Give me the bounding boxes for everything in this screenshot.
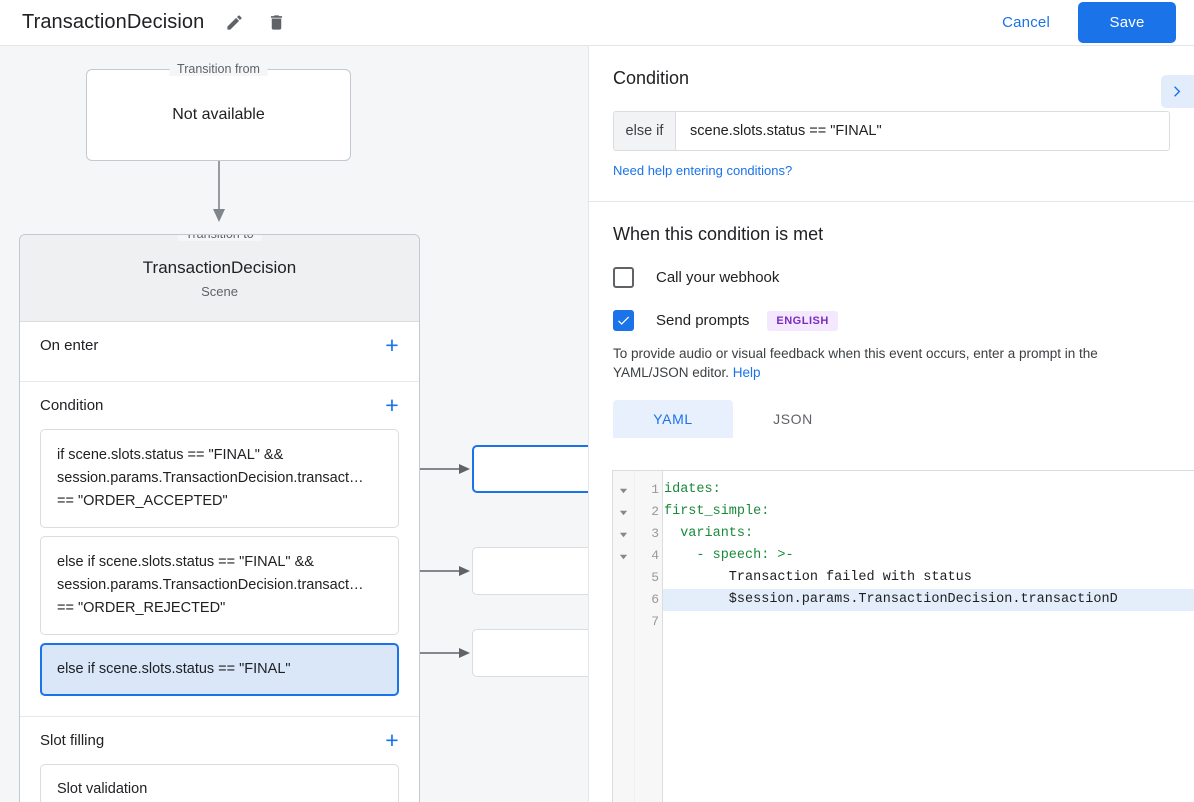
condition-line-2: session.params.TransactionDecision.trans…: [57, 577, 364, 593]
section-on-enter-title: On enter: [40, 337, 99, 354]
line-number: 6: [651, 592, 659, 607]
condition-input-row: else if: [613, 111, 1170, 151]
fold-arrow-icon[interactable]: [613, 501, 634, 523]
fold-spacer: [613, 611, 634, 633]
section-on-enter: On enter +: [20, 322, 419, 382]
transition-from-value: Not available: [172, 106, 265, 123]
line-number: 1: [651, 482, 659, 497]
fold-spacer: [613, 567, 634, 589]
call-webhook-checkbox[interactable]: [613, 267, 634, 288]
condition-line-1: else if scene.slots.status == "FINAL" &&: [57, 554, 314, 570]
editor-format-tabs: YAML JSON: [613, 400, 1170, 438]
tab-json[interactable]: JSON: [773, 411, 813, 427]
transition-to-card: Transition to TransactionDecision Scene …: [19, 234, 420, 802]
section-condition: Condition + if scene.slots.status == "FI…: [20, 382, 419, 717]
section-slot-filling: Slot filling + Slot validation: [20, 717, 419, 802]
prompts-help-link[interactable]: Help: [732, 365, 761, 380]
cancel-button[interactable]: Cancel: [988, 6, 1064, 39]
scene-header: TransactionDecision Scene: [20, 235, 419, 322]
section-condition-header: Condition +: [20, 382, 419, 429]
code-token: first_simple:: [664, 504, 770, 519]
condition-line-1: else if scene.slots.status == "FINAL": [57, 661, 291, 677]
code-line[interactable]: - speech: >-: [663, 545, 1194, 567]
tab-yaml[interactable]: YAML: [613, 400, 733, 438]
transition-target-card-3[interactable]: [472, 629, 588, 677]
transition-from-card: Transition from Not available: [86, 62, 351, 161]
line-number: 4: [651, 548, 659, 563]
fold-arrow-icon[interactable]: [613, 545, 634, 567]
yaml-code-editor[interactable]: 1 2 3 4 5 6 7 idates: first_simple: variants: -…: [612, 470, 1194, 802]
code-token: idates:: [664, 482, 721, 497]
condition-prefix-label: else if: [614, 112, 676, 150]
transition-target-card-2[interactable]: [472, 547, 588, 595]
condition-line-1: if scene.slots.status == "FINAL" &&: [57, 447, 284, 463]
line-number: 2: [651, 504, 659, 519]
save-button[interactable]: Save: [1078, 2, 1176, 43]
prompts-description-text: To provide audio or visual feedback when…: [613, 346, 1098, 380]
condition-list-item-2[interactable]: else if scene.slots.status == "FINAL" &&…: [40, 536, 399, 635]
condition-line-3: == "ORDER_REJECTED": [57, 600, 226, 616]
prompts-description: To provide audio or visual feedback when…: [613, 344, 1170, 382]
condition-section: Condition else if Need help entering con…: [589, 46, 1194, 180]
add-slot-filling-button[interactable]: +: [385, 727, 399, 753]
code-line[interactable]: idates:: [663, 479, 1194, 501]
condition-help-link[interactable]: Need help entering conditions?: [613, 163, 793, 178]
condition-panel-heading: Condition: [613, 68, 690, 88]
slot-validation-item[interactable]: Slot validation: [40, 764, 399, 802]
send-prompts-checkbox[interactable]: [613, 310, 634, 331]
line-number: 5: [651, 570, 659, 585]
code-line[interactable]: [663, 611, 1194, 633]
scene-graph-canvas: Transition from Not available Transition…: [0, 46, 588, 802]
transition-from-legend: Transition from: [169, 62, 268, 76]
section-condition-title: Condition: [40, 397, 104, 414]
section-on-enter-header: On enter +: [20, 322, 419, 369]
condition-expression-input[interactable]: [676, 112, 1169, 150]
line-number: 7: [651, 614, 659, 629]
header-actions: Cancel Save: [988, 2, 1194, 43]
code-token: $session.params.TransactionDecision.tran…: [664, 592, 1118, 607]
pencil-icon[interactable]: [222, 11, 246, 35]
line-number: 3: [651, 526, 659, 541]
fold-arrow-icon[interactable]: [613, 479, 634, 501]
call-webhook-label: Call your webhook: [656, 269, 780, 286]
fold-spacer: [613, 589, 634, 611]
chevron-right-icon[interactable]: [1161, 75, 1194, 108]
send-prompts-row[interactable]: Send prompts ENGLISH: [613, 310, 1170, 331]
condition-list-item-3[interactable]: else if scene.slots.status == "FINAL": [40, 643, 399, 696]
condition-list-item-1[interactable]: if scene.slots.status == "FINAL" && sess…: [40, 429, 399, 528]
page-title: TransactionDecision: [22, 11, 205, 33]
app-header: TransactionDecision Cancel Save: [0, 0, 1194, 46]
send-prompts-label: Send prompts: [656, 312, 750, 329]
transition-target-card-1[interactable]: [472, 445, 588, 493]
code-token: - speech: >-: [664, 548, 794, 563]
fold-arrow-icon[interactable]: [613, 523, 634, 545]
code-line[interactable]: Transaction failed with status: [663, 567, 1194, 589]
code-token: variants:: [664, 526, 754, 541]
when-met-heading: When this condition is met: [613, 224, 824, 244]
when-condition-met-section: When this condition is met Call your web…: [589, 202, 1194, 438]
code-content-area[interactable]: idates: first_simple: variants: - speech:…: [663, 471, 1194, 802]
condition-line-2: session.params.TransactionDecision.trans…: [57, 470, 364, 486]
code-line[interactable]: $session.params.TransactionDecision.tran…: [663, 589, 1194, 611]
section-slot-filling-title: Slot filling: [40, 732, 105, 749]
add-condition-button[interactable]: +: [385, 392, 399, 418]
scene-type: Scene: [201, 283, 238, 299]
fold-gutter: [613, 471, 635, 802]
code-line[interactable]: first_simple:: [663, 501, 1194, 523]
panel-divider: [589, 201, 1194, 202]
condition-line-3: == "ORDER_ACCEPTED": [57, 493, 228, 509]
add-on-enter-button[interactable]: +: [385, 332, 399, 358]
transition-to-legend: Transition to: [177, 235, 262, 241]
scene-name: TransactionDecision: [142, 257, 297, 277]
trash-icon[interactable]: [264, 11, 288, 35]
code-line[interactable]: variants:: [663, 523, 1194, 545]
section-slot-filling-header: Slot filling +: [20, 717, 419, 764]
language-badge: ENGLISH: [767, 310, 838, 331]
webhook-row[interactable]: Call your webhook: [613, 267, 1170, 288]
line-number-gutter: 1 2 3 4 5 6 7: [635, 471, 663, 802]
code-token: Transaction failed with status: [664, 570, 972, 585]
